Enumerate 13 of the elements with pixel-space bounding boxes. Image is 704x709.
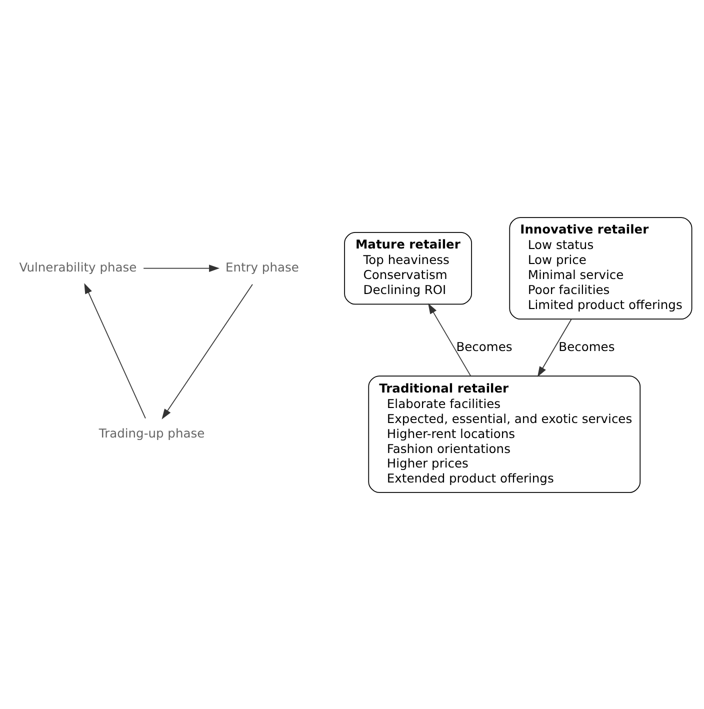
node-box: Innovative retailer Low status Low price Minimal service Poor facilities Limited product offerings (509, 216, 692, 320)
node-text: Vulnerability phase (19, 260, 137, 274)
arrow (537, 318, 572, 377)
arrow (162, 283, 253, 419)
node-text: Trading-up phase (98, 426, 205, 440)
node-box: Mature retailer Top heaviness Conservatism Declining ROI (344, 231, 472, 304)
arrow (428, 302, 472, 376)
arrow (84, 282, 146, 418)
node-text: Entry phase (225, 260, 299, 274)
edge-label: Becomes (456, 339, 512, 354)
arrow (143, 264, 220, 272)
node-box: Traditional retailer Elaborate facilities Expected, essential, and exotic services Higher-rent locations Fashion orientations Higher prices Extended product offerings (368, 375, 641, 492)
edge-label: Becomes (558, 339, 615, 354)
